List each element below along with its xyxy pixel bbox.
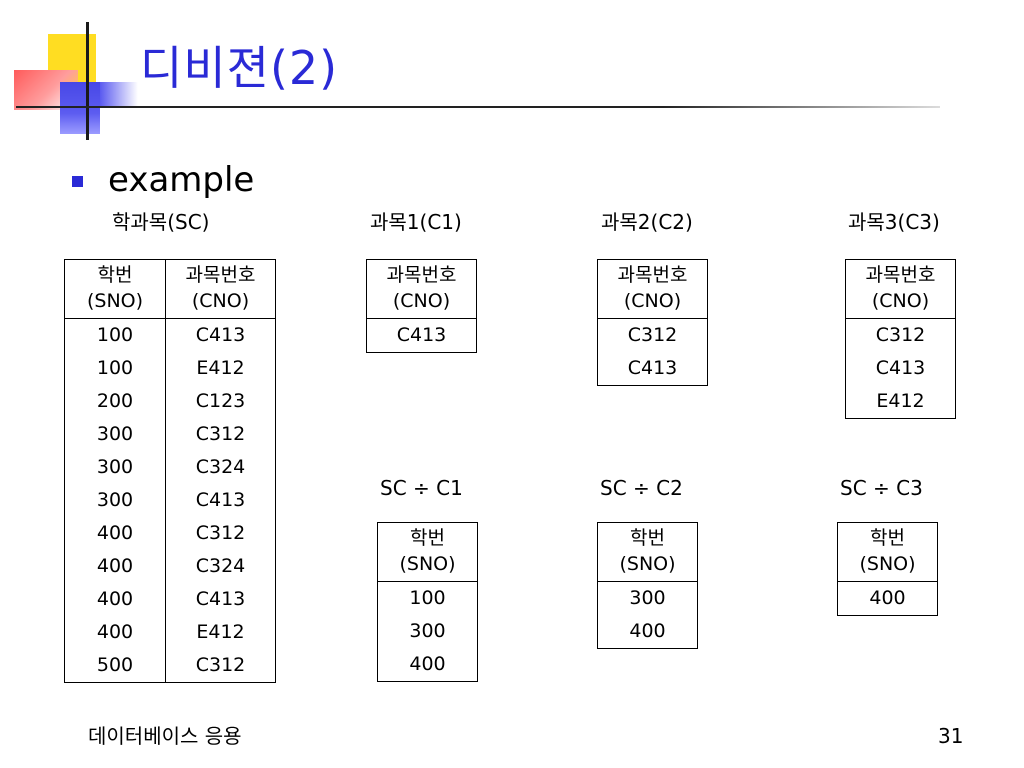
cno-header: 과목번호(CNO) (165, 259, 276, 319)
sno-header: 학번(SNO) (837, 522, 938, 582)
table-cell: 500 (64, 649, 166, 683)
table-cell: C312 (195, 522, 246, 544)
sc-table-label: 학과목(SC) (112, 210, 210, 234)
sno-header: 학번(SNO) (597, 522, 698, 582)
table-cell: C413 (195, 588, 246, 610)
table-row: 400 E412 (64, 616, 276, 649)
slide-title: 디비젼(2) (140, 41, 339, 95)
footer-course-name: 데이터베이스 응용 (88, 724, 242, 748)
result-c1-table: 학번(SNO) 100 300 400 (377, 522, 478, 682)
table-cell: C312 (875, 324, 926, 346)
table-row: C413 (846, 352, 956, 385)
c1-table-label: 과목1(C1) (370, 210, 462, 234)
division-label-c3: SC ÷ C3 (840, 476, 923, 500)
result-c3-table: 학번(SNO) 400 (837, 522, 938, 616)
table-cell: 400 (409, 653, 446, 675)
table-cell: 100 (64, 352, 166, 385)
table-cell: E412 (196, 621, 245, 643)
logo-vertical-line (86, 22, 89, 140)
table-row: 500 C312 (64, 649, 276, 683)
table-cell: 400 (64, 616, 166, 649)
table-row: C413 (367, 319, 477, 353)
table-cell: 100 (409, 587, 446, 609)
bullet-square-icon (72, 176, 83, 187)
table-row: 100 E412 (64, 352, 276, 385)
table-row: 200 C123 (64, 385, 276, 418)
sno-header: 학번(SNO) (377, 522, 478, 582)
table-cell: C123 (195, 390, 246, 412)
table-row: C312 (846, 319, 956, 353)
table-cell: C413 (396, 324, 447, 346)
table-row: 400 (598, 615, 698, 649)
table-cell: C413 (195, 489, 246, 511)
logo-blue-fade (100, 82, 138, 108)
table-row: 400 C324 (64, 550, 276, 583)
table-cell: 300 (64, 484, 166, 517)
table-cell: C324 (195, 555, 246, 577)
logo-blue-square (60, 82, 100, 134)
table-cell: 300 (629, 587, 666, 609)
table-row: C312 (598, 319, 708, 353)
table-cell: E412 (876, 390, 925, 412)
table-row: 300 C312 (64, 418, 276, 451)
page-number: 31 (938, 724, 964, 748)
bullet-text: example (108, 160, 255, 200)
cno-header: 과목번호(CNO) (366, 259, 477, 319)
table-cell: C413 (195, 324, 246, 346)
cno-header: 과목번호(CNO) (597, 259, 708, 319)
table-cell: 300 (64, 451, 166, 484)
sno-header: 학번(SNO) (64, 259, 166, 319)
cno-header: 과목번호(CNO) (845, 259, 956, 319)
division-label-c1: SC ÷ C1 (380, 476, 463, 500)
table-cell: 400 (64, 550, 166, 583)
table-row: E412 (846, 385, 956, 419)
table-cell: E412 (196, 357, 245, 379)
table-row: 100 (378, 582, 478, 616)
table-cell: C324 (195, 456, 246, 478)
table-row: 400 (838, 582, 938, 616)
title-underline (16, 106, 940, 108)
table-cell: 400 (64, 517, 166, 550)
c3-table-label: 과목3(C3) (848, 210, 940, 234)
table-cell: C312 (627, 324, 678, 346)
table-row: 100 C413 (64, 318, 276, 352)
table-cell: 300 (64, 418, 166, 451)
table-cell: 400 (869, 587, 906, 609)
table-row: 300 (598, 582, 698, 616)
table-row: 300 C324 (64, 451, 276, 484)
division-label-c2: SC ÷ C2 (600, 476, 683, 500)
table-row: C413 (598, 352, 708, 386)
table-row: 300 C413 (64, 484, 276, 517)
table-row: 400 (378, 648, 478, 682)
table-cell: 400 (629, 620, 666, 642)
table-row: 400 C413 (64, 583, 276, 616)
table-cell: C312 (195, 423, 246, 445)
result-c2-table: 학번(SNO) 300 400 (597, 522, 698, 649)
table-cell: C413 (627, 357, 678, 379)
table-cell: C413 (875, 357, 926, 379)
table-cell: C312 (195, 654, 246, 676)
table-cell: 200 (64, 385, 166, 418)
table-cell: 400 (64, 583, 166, 616)
table-row: 300 (378, 615, 478, 648)
table-row: 400 C312 (64, 517, 276, 550)
table-cell: 100 (64, 318, 166, 352)
c2-table-label: 과목2(C2) (601, 210, 693, 234)
c1-table: 과목번호(CNO) C413 (366, 259, 477, 353)
table-cell: 300 (409, 620, 446, 642)
